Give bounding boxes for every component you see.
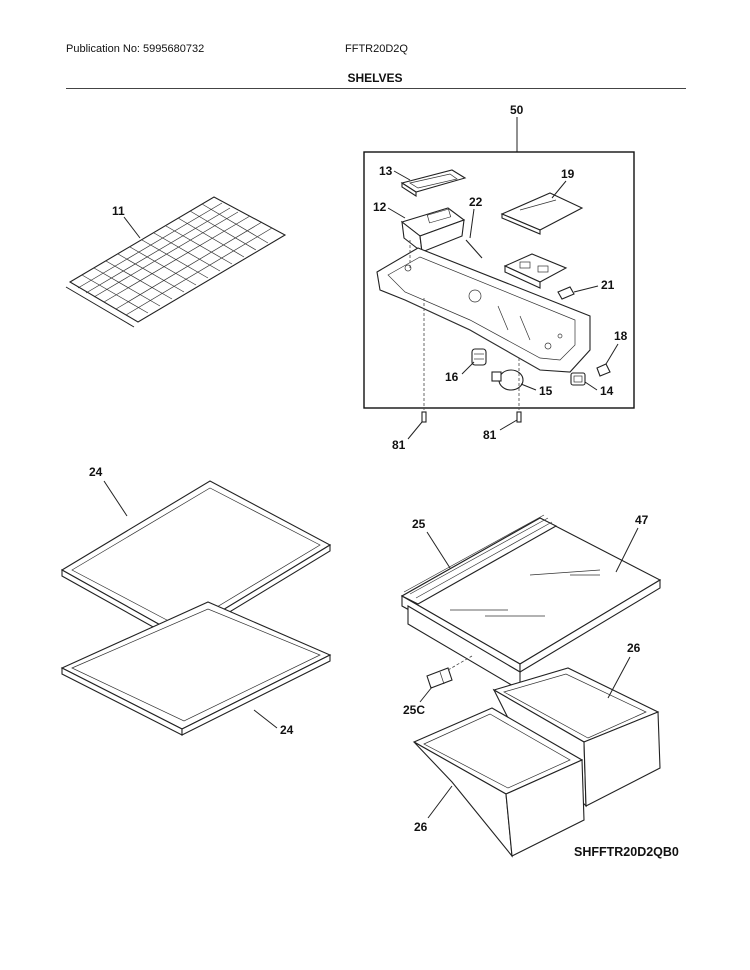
drawing-code: SHFFTR20D2QB0 — [574, 845, 679, 859]
assembly-50-frame — [363, 151, 635, 409]
callout-15: 15 — [539, 384, 553, 398]
part-control-board — [503, 253, 568, 289]
part-15-bulb — [491, 369, 524, 391]
callout-13: 13 — [379, 164, 393, 178]
section-title: SHELVES — [347, 71, 403, 85]
callout-19: 19 — [561, 167, 575, 181]
callout-22: 22 — [469, 195, 483, 209]
callout-24-lower: 24 — [280, 723, 294, 737]
callout-24-upper: 24 — [89, 465, 103, 479]
part-14-switch — [570, 372, 586, 386]
callout-50: 50 — [510, 103, 524, 117]
part-18-switch — [596, 363, 611, 377]
callout-14: 14 — [600, 384, 614, 398]
callout-25c: 25C — [403, 703, 425, 717]
assembly-50-group: 50 13 12 22 19 — [363, 103, 635, 410]
part-11-wire-shelf — [65, 196, 287, 328]
callout-26-lower: 26 — [414, 820, 428, 834]
part-16-socket — [471, 348, 487, 366]
callout-11: 11 — [112, 204, 125, 218]
model-number: FFTR20D2Q — [345, 43, 408, 55]
part-47-crisper-cover — [400, 517, 662, 691]
part-21-clip — [557, 286, 575, 300]
part-main-tray — [376, 247, 591, 373]
part-22-rod — [465, 239, 483, 259]
part-13-filter — [400, 169, 467, 198]
publication-number: Publication No: 5995680732 — [66, 43, 205, 55]
part-26-crisper-drawer-left — [412, 707, 585, 858]
part-81-screw-left — [421, 411, 427, 423]
callout-81-right: 81 — [483, 428, 497, 442]
part-25-crisper-frame-vents — [400, 514, 558, 605]
callout-21: 21 — [601, 278, 615, 292]
callout-18: 18 — [614, 329, 628, 343]
callout-12: 12 — [373, 200, 387, 214]
callout-47: 47 — [635, 513, 649, 527]
part-25c-bracket — [426, 667, 453, 689]
callout-25: 25 — [412, 517, 426, 531]
part-24-glass-shelf-lower — [60, 601, 332, 736]
header-rule — [66, 88, 686, 89]
part-12-housing — [400, 207, 466, 254]
part-81-screw-right — [516, 411, 522, 423]
callout-81-left: 81 — [392, 438, 406, 452]
callout-16: 16 — [445, 370, 459, 384]
callout-26-upper: 26 — [627, 641, 641, 655]
part-19-cover — [500, 192, 584, 235]
